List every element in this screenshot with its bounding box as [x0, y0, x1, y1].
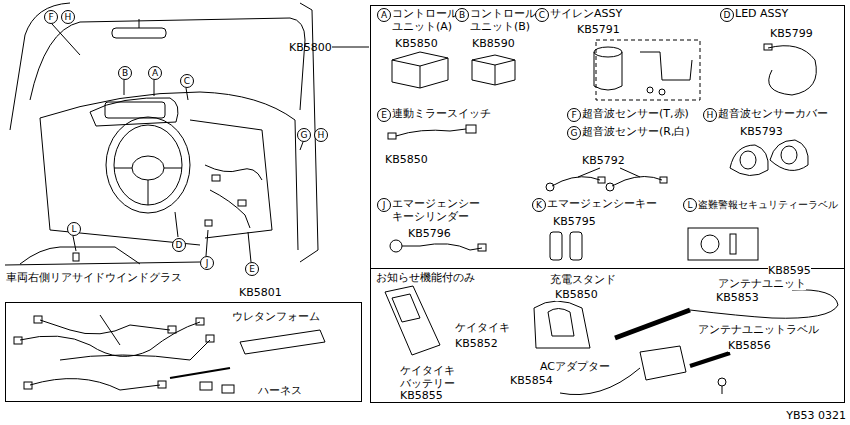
part-name: 超音波センサー(T,赤) — [582, 107, 689, 120]
callout-letter: F — [567, 108, 581, 122]
part-name: ウレタンフォーム — [232, 310, 320, 323]
callout-letter: B — [455, 8, 469, 22]
part-name: ケイタイキ バッテリー — [400, 364, 462, 390]
frame-heading: KB5800 — [289, 41, 332, 54]
part-number: KB5799 — [770, 27, 813, 40]
callout-letter: F — [44, 10, 58, 24]
part-number: KB5795 — [553, 215, 596, 228]
callout-letter: D — [720, 8, 734, 22]
callout-letter: C — [535, 8, 549, 22]
callout-letter: G — [567, 126, 581, 140]
callout-letter: H — [314, 128, 328, 142]
callout-letter: H — [61, 10, 75, 24]
part-name: エマージェンシーキー — [547, 197, 657, 210]
callout-letter: J — [377, 198, 391, 212]
part-name: ACアダプター — [540, 360, 610, 373]
part-name: ハーネス — [258, 384, 302, 397]
part-name: 車両右側リアサイドウインドグラス — [6, 271, 182, 284]
part-number: KB8590 — [472, 37, 515, 50]
part-number: KB5854 — [510, 374, 553, 387]
callout-letter: D — [172, 238, 186, 252]
callout-letter: K — [532, 198, 546, 212]
callout-letter: E — [377, 108, 391, 122]
part-number: KB5850 — [385, 153, 428, 166]
part-number: YB53 0321 — [786, 409, 846, 422]
callout-letter: B — [118, 66, 132, 80]
frame-heading: お知らせ機能付のみ — [376, 271, 475, 284]
callout-letter: C — [180, 74, 194, 88]
part-number: KB5793 — [740, 125, 783, 138]
part-name: 充電スタンド — [550, 273, 616, 286]
part-name: エマージェンシー キーシリンダー — [392, 197, 492, 223]
part-number: KB5856 — [728, 339, 771, 352]
part-name: 連動ミラースイッチ — [392, 107, 491, 120]
part-number: KB5796 — [408, 227, 451, 240]
frame-heading: KB5801 — [239, 286, 282, 299]
part-name: アンテナユニットラベル — [698, 323, 819, 336]
part-number: KB5855 — [400, 389, 443, 402]
part-name: コントロール ユニット(B) — [470, 7, 544, 33]
callout-letter: G — [297, 128, 311, 142]
part-number: KB8595 — [768, 264, 811, 277]
callout-letter: J — [200, 256, 214, 270]
callout-letter: A — [377, 8, 391, 22]
part-name: ケイタイキ — [455, 321, 510, 334]
callout-letter: L — [683, 198, 697, 212]
callout-letter: E — [245, 262, 259, 276]
part-number: KB5792 — [582, 154, 625, 167]
part-name: LED ASSY — [735, 7, 788, 20]
part-number: KB5791 — [577, 23, 620, 36]
part-name: サイレンASSY — [550, 7, 622, 20]
callout-letter: A — [148, 66, 162, 80]
part-name: アンテナユニット — [718, 277, 806, 290]
part-number: KB5850 — [395, 37, 438, 50]
part-name: 盗難警報セキュリティーラベル — [698, 198, 838, 211]
part-name: 超音波センサーカバー — [718, 107, 828, 120]
part-number: KB5853 — [716, 291, 759, 304]
part-number: KB5850 — [555, 288, 598, 301]
callout-letter: L — [67, 222, 81, 236]
part-name: 超音波センサー(R,白) — [582, 125, 690, 138]
part-number: KB5852 — [455, 337, 498, 350]
callout-letter: H — [703, 108, 717, 122]
